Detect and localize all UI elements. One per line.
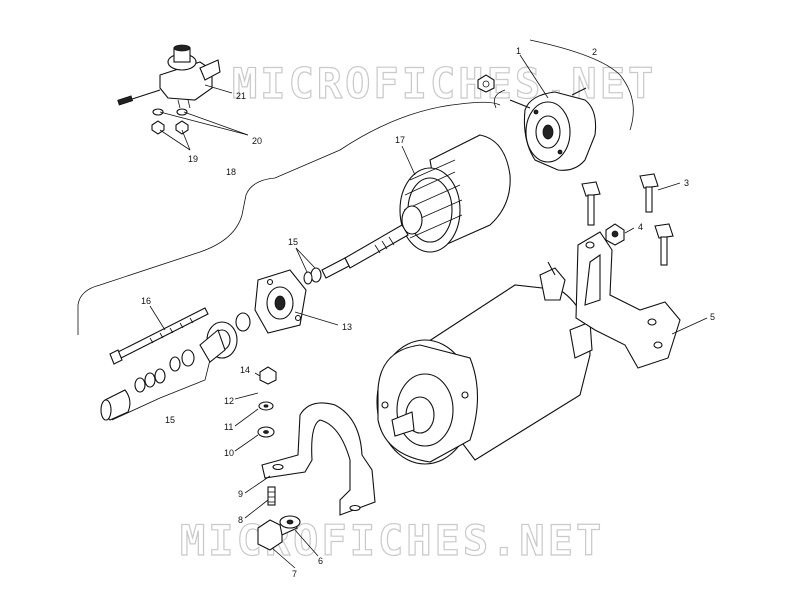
bracket-bolts <box>581 173 674 266</box>
drive-pinion <box>169 321 238 372</box>
through-bolt <box>109 307 209 365</box>
callout-15-upper: 15 <box>288 237 298 247</box>
leader-lines <box>149 54 708 569</box>
callout-1: 1 <box>516 46 521 56</box>
callout-8: 8 <box>238 515 243 525</box>
starter-motor-assembly <box>376 261 593 465</box>
callout-15-lower: 15 <box>165 415 175 425</box>
callout-11: 11 <box>224 422 233 432</box>
group-bracket-2 <box>529 39 634 131</box>
callout-20: 20 <box>252 136 262 146</box>
armature <box>321 134 511 279</box>
callout-13: 13 <box>342 322 352 332</box>
callout-9: 9 <box>238 489 243 499</box>
callout-19: 19 <box>188 154 198 164</box>
callout-21: 21 <box>236 91 246 101</box>
callout-6: 6 <box>318 556 323 566</box>
upper-mount-bracket <box>575 231 681 369</box>
mount-nut-washers <box>257 366 277 438</box>
drive-end-plate <box>235 269 307 334</box>
end-cap <box>509 87 597 171</box>
callout-3: 3 <box>684 178 689 188</box>
callout-17: 17 <box>395 135 405 145</box>
end-cap-nut <box>477 74 506 109</box>
solenoid-washers-nuts <box>151 108 189 135</box>
armature-washers <box>303 267 322 285</box>
callout-7: 7 <box>292 569 297 579</box>
callout-2: 2 <box>592 47 597 57</box>
flat-washer <box>279 515 301 529</box>
watermark-top: MICROFICHES.NET <box>232 59 656 108</box>
callout-4: 4 <box>638 222 643 232</box>
callout-5: 5 <box>710 312 715 322</box>
callout-14: 14 <box>240 365 250 375</box>
watermark-bottom: MICROFICHES.NET <box>180 516 604 565</box>
bracket-nut <box>605 223 625 246</box>
lower-mount-bracket <box>261 402 376 516</box>
stud <box>267 486 276 506</box>
callout-10: 10 <box>224 448 234 458</box>
drive-spring-set <box>100 368 166 421</box>
group-bracket-18 <box>77 101 501 335</box>
callout-12: 12 <box>224 396 234 406</box>
callout-16: 16 <box>141 296 151 306</box>
callout-18: 18 <box>226 167 236 177</box>
solenoid <box>117 44 221 109</box>
